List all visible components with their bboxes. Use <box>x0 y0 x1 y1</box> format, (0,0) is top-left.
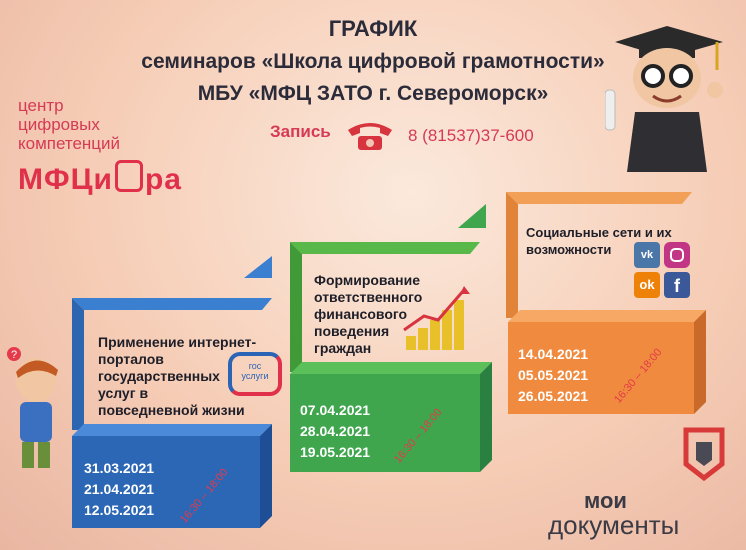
topic-1-line: повседневной жизни <box>98 402 245 418</box>
coins-growth-icon <box>403 286 470 350</box>
date-item: 19.05.2021 <box>300 444 371 460</box>
moi-documenty-logo-icon <box>683 427 725 482</box>
topic-2-line: граждан <box>314 340 372 356</box>
vk-icon: vk <box>634 242 660 268</box>
graduate-character-icon <box>605 26 723 172</box>
gosuslugi-line-2: услуги <box>241 371 269 381</box>
brand-text: МФЦи <box>18 163 113 196</box>
footer-logo-top: мои <box>584 488 627 513</box>
topic-2-line: ответственного <box>314 289 423 305</box>
seminar-1-topic: Применение интернет- порталов государств… <box>98 334 278 419</box>
phone-number: 8 (81537)37-600 <box>408 126 534 145</box>
brand-mark-icon <box>114 160 143 192</box>
seminar-1-dates: 31.03.2021 21.04.2021 12.05.2021 <box>84 458 154 521</box>
card-1-frame <box>72 298 272 430</box>
brand-suffix: ра <box>144 163 182 196</box>
poster-title: ГРАФИК <box>328 16 418 41</box>
topic-1-line: государственных <box>98 368 220 384</box>
topic-2-line: Формирование <box>314 272 420 288</box>
poster-subtitle-2: МБУ «МФЦ ЗАТО г. Североморск» <box>197 82 549 105</box>
social-icons-grid: vk ok f <box>634 242 694 302</box>
seminar-3-block <box>508 310 706 414</box>
instagram-icon <box>664 242 690 268</box>
seminar-3-dates: 14.04.2021 05.05.2021 26.05.2021 <box>518 344 588 407</box>
date-item: 26.05.2021 <box>518 388 589 404</box>
thinking-boy-icon: ? <box>7 347 58 468</box>
date-item: 07.04.2021 <box>300 402 371 418</box>
gosuslugi-logo-icon: гос услуги <box>228 352 282 396</box>
topic-1-line: Применение интернет- <box>98 334 257 350</box>
footer-logo-bottom: документы <box>548 510 680 540</box>
card-3-frame <box>506 192 692 318</box>
seminar-3-topic: Социальные сети и их возможности <box>526 224 686 258</box>
seminar-2-topic: Формирование ответственного финансового … <box>314 272 434 357</box>
facebook-icon: f <box>664 272 690 298</box>
topic-1-line: порталов <box>98 351 164 367</box>
date-item: 21.04.2021 <box>84 481 155 497</box>
topic-1-line: услуг в <box>98 385 149 401</box>
card-2-frame <box>290 242 480 372</box>
date-item: 12.05.2021 <box>84 502 155 518</box>
topic-2-line: поведения <box>314 323 390 339</box>
date-item: 14.04.2021 <box>518 346 589 362</box>
poster-subtitle-1: семинаров «Школа цифровой грамотности» <box>141 50 605 73</box>
date-item: 31.03.2021 <box>84 460 155 476</box>
center-label-line-1: центр <box>18 96 64 115</box>
seminar-2-block <box>290 362 492 472</box>
seminar-1-block <box>72 424 272 528</box>
triangle-accent-green <box>458 204 486 228</box>
svg-text:?: ? <box>11 349 17 361</box>
gosuslugi-line-1: гос <box>248 361 262 371</box>
triangle-accent-blue <box>244 256 272 278</box>
topic-3-line: возможности <box>526 242 612 257</box>
phone-label: Запись <box>270 122 331 141</box>
topic-3-line: Социальные сети и их <box>526 225 672 240</box>
center-label: центр цифровых компетенций <box>18 96 158 153</box>
topic-2-line: финансового <box>314 306 408 322</box>
seminar-2-dates: 07.04.2021 28.04.2021 19.05.2021 <box>300 400 370 463</box>
telephone-icon <box>348 123 392 150</box>
center-label-line-2: цифровых <box>18 115 100 134</box>
date-item: 28.04.2021 <box>300 423 371 439</box>
center-label-line-3: компетенций <box>18 134 121 153</box>
odnoklassniki-icon: ok <box>634 272 660 298</box>
date-item: 05.05.2021 <box>518 367 589 383</box>
seminar-card-1 <box>72 298 272 430</box>
